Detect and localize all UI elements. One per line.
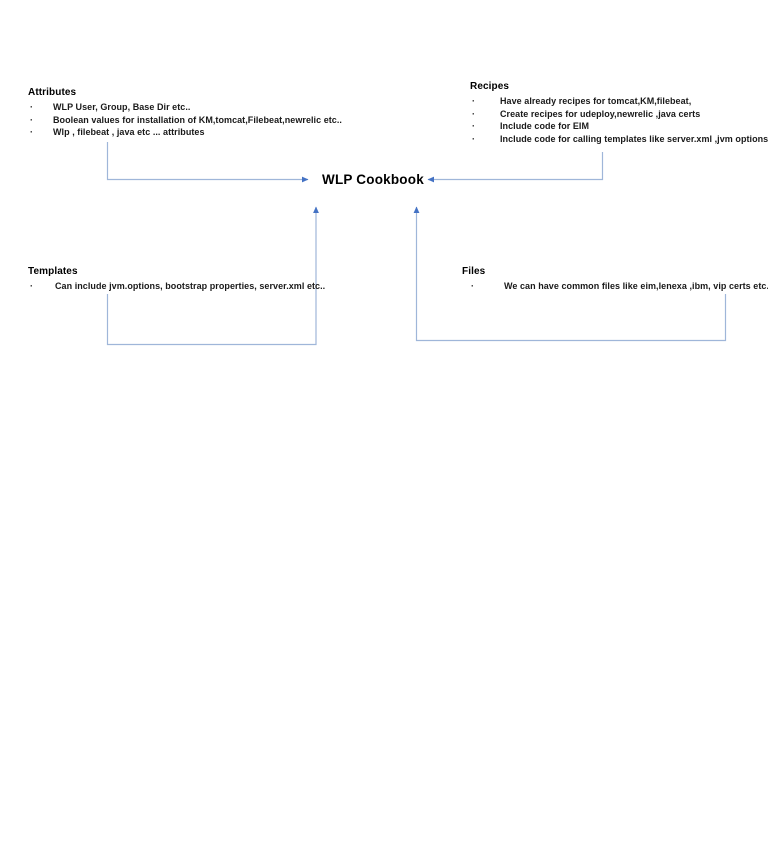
node-attributes-title: Attributes: [28, 87, 77, 98]
list-item: · Include code for calling templates lik…: [470, 133, 768, 146]
list-item-label: Include code for calling templates like …: [500, 133, 768, 144]
list-item-label: WLP User, Group, Base Dir etc..: [53, 102, 191, 112]
list-item-label: Boolean values for installation of KM,to…: [53, 114, 342, 125]
node-recipes: Recipes · Have already recipes for tomca…: [470, 80, 768, 145]
bullet-icon: ·: [472, 108, 476, 119]
node-files-list: · We can have common files like eim,lene…: [462, 280, 768, 293]
list-item-label: We can have common files like eim,lenexa…: [504, 281, 768, 291]
list-item-label: Can include jvm.options, bootstrap prope…: [55, 281, 326, 291]
list-item: · Wlp , filebeat , java etc ... attribut…: [28, 126, 342, 139]
bullet-icon: ·: [471, 281, 475, 291]
list-item-label: Wlp , filebeat , java etc ... attributes: [53, 127, 205, 138]
list-item: · Have already recipes for tomcat,KM,fil…: [470, 95, 768, 108]
node-templates: Templates · Can include jvm.options, boo…: [28, 265, 325, 293]
list-item: · WLP User, Group, Base Dir etc..: [28, 101, 342, 114]
list-item-label: Include code for EIM: [500, 121, 590, 132]
list-item-label: Have already recipes for tomcat,KM,fileb…: [500, 96, 692, 106]
node-attributes: Attributes · WLP User, Group, Base Dir e…: [28, 86, 342, 139]
node-templates-list: · Can include jvm.options, bootstrap pro…: [28, 280, 325, 293]
list-item: · Can include jvm.options, bootstrap pro…: [28, 280, 325, 293]
list-item: · We can have common files like eim,lene…: [462, 280, 768, 293]
connector-recipes-to-center: [427, 152, 604, 183]
list-item: · Boolean values for installation of KM,…: [28, 114, 342, 127]
list-item-label: Create recipes for udeploy,newrelic ,jav…: [500, 108, 701, 119]
node-center-title: WLP Cookbook: [322, 172, 424, 187]
bullet-icon: ·: [30, 281, 34, 291]
node-files-title: Files: [462, 266, 486, 277]
node-files: Files · We can have common files like ei…: [462, 265, 768, 293]
bullet-icon: ·: [472, 96, 476, 106]
node-templates-title: Templates: [28, 266, 78, 277]
node-recipes-list: · Have already recipes for tomcat,KM,fil…: [470, 95, 768, 145]
node-recipes-title: Recipes: [470, 81, 510, 92]
bullet-icon: ·: [30, 114, 34, 125]
bullet-icon: ·: [472, 133, 476, 144]
list-item: · Create recipes for udeploy,newrelic ,j…: [470, 108, 768, 121]
bullet-icon: ·: [472, 121, 476, 132]
list-item: · Include code for EIM: [470, 120, 768, 133]
connector-attributes-to-center: [106, 142, 309, 183]
node-attributes-list: · WLP User, Group, Base Dir etc.. · Bool…: [28, 101, 342, 139]
bullet-icon: ·: [30, 127, 34, 138]
bullet-icon: ·: [30, 102, 34, 112]
